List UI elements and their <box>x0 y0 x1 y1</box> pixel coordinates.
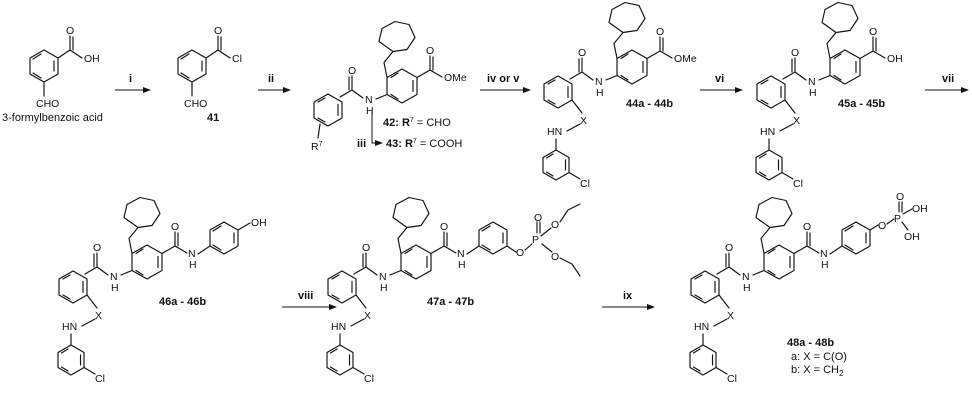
legend-b: b: X = CH2 <box>791 364 844 378</box>
atom-h: H <box>458 259 466 271</box>
atom-cl: Cl <box>580 178 590 190</box>
label-compound-43: 43: R7 = COOH <box>386 138 462 150</box>
atom-h: H <box>596 87 604 99</box>
atom-hn: HN <box>760 126 775 138</box>
atom-hn: HN <box>331 321 346 333</box>
atom-o: O <box>878 220 886 232</box>
atom-o: O <box>66 25 74 37</box>
atom-n: N <box>188 248 196 260</box>
label-compound-48: 48a - 48b <box>787 337 834 349</box>
step-iii: iii <box>357 138 366 150</box>
atom-o: O <box>516 247 524 259</box>
atom-o: O <box>656 26 664 38</box>
atom-n: N <box>379 271 387 283</box>
atom-h: H <box>111 282 119 294</box>
label-compound-46: 46a - 46b <box>159 296 206 308</box>
atom-oh: OH <box>904 231 920 243</box>
compound-44: O OMe N H O X HN Cl 44a - 44b <box>542 1 697 190</box>
atom-o: O <box>869 26 877 38</box>
atom-oh: OH <box>251 217 267 229</box>
atom-ome: OMe <box>444 72 467 84</box>
atom-n: N <box>110 271 118 283</box>
atom-o: O <box>426 45 434 57</box>
atom-oh: OH <box>887 53 903 65</box>
label-compound-47: 47a - 47b <box>427 296 474 308</box>
atom-h: H <box>821 259 829 271</box>
atom-o: O <box>348 65 356 77</box>
atom-x: X <box>727 310 734 322</box>
atom-h: H <box>743 282 751 294</box>
atom-cl: Cl <box>727 373 737 385</box>
atom-o: O <box>551 251 559 263</box>
label-compound-44: 44a - 44b <box>626 98 673 110</box>
legend-a: a: X = C(O) <box>791 351 847 363</box>
atom-o: O <box>791 47 799 59</box>
atom-x: X <box>580 115 587 127</box>
atom-n: N <box>457 248 465 260</box>
atom-o: O <box>440 221 448 233</box>
atom-o: O <box>803 221 811 233</box>
label-compound-45: 45a - 45b <box>838 98 885 110</box>
atom-h: H <box>809 87 817 99</box>
atom-ome: OMe <box>674 53 697 65</box>
step-vii: vii <box>942 73 954 85</box>
atom-o: O <box>725 242 733 254</box>
atom-o: O <box>362 242 370 254</box>
step-viii: viii <box>298 290 313 302</box>
atom-o: O <box>578 47 586 59</box>
compound-42-43: O OMe N H O R7 iii 42: R7 = CHO 43: R7 =… <box>311 20 467 153</box>
compound-3-formylbenzoic-acid: O OH CHO 3-formylbenzoic acid <box>2 25 103 124</box>
atom-hn: HN <box>694 321 709 333</box>
atom-h: H <box>189 259 197 271</box>
compound-47: O N H O P O O O N H O X HN Cl 47a - 47b <box>326 196 581 385</box>
step-vi: vi <box>715 73 724 85</box>
atom-oh: OH <box>84 53 100 65</box>
label-compound-42: 42: R7 = CHO <box>383 117 451 129</box>
atom-hn: HN <box>547 126 562 138</box>
atom-o: O <box>534 212 542 224</box>
atom-cho: CHO <box>36 98 59 110</box>
atom-hn: HN <box>62 321 77 333</box>
atom-cl: Cl <box>232 53 242 65</box>
step-iv-or-v: iv or v <box>487 73 520 85</box>
atom-n: N <box>820 248 828 260</box>
atom-o: O <box>551 219 559 231</box>
atom-h: H <box>366 105 374 117</box>
atom-n: N <box>365 94 373 106</box>
step-ix: ix <box>623 290 633 302</box>
atom-x: X <box>95 310 102 322</box>
atom-cl: Cl <box>793 178 803 190</box>
atom-cl: Cl <box>364 373 374 385</box>
atom-n: N <box>742 271 750 283</box>
atom-x: X <box>364 310 371 322</box>
compound-48: O N H O P O OH OH N H O X HN Cl 48a - 48… <box>689 191 928 385</box>
atom-n: N <box>808 76 816 88</box>
atom-o: O <box>171 221 179 233</box>
atom-x: X <box>793 115 800 127</box>
atom-o: O <box>896 191 904 203</box>
step-ii: ii <box>268 73 274 85</box>
atom-cho: CHO <box>184 98 207 110</box>
label-compound-41: 41 <box>207 112 219 124</box>
arrow-step-iii <box>371 112 383 146</box>
atom-n: N <box>595 76 603 88</box>
atom-oh: OH <box>912 203 928 215</box>
step-i: i <box>129 73 132 85</box>
atom-o: O <box>93 242 101 254</box>
atom-h: H <box>380 282 388 294</box>
atom-r7: R7 <box>311 141 323 153</box>
compound-46: O N H OH N H O X HN Cl 46a - 46b <box>57 196 267 385</box>
atom-p: P <box>894 213 901 225</box>
compound-45: O OH N H O X HN Cl 45a - 45b <box>755 1 903 190</box>
atom-cl: Cl <box>95 373 105 385</box>
atom-p: P <box>532 234 539 246</box>
label-3-formylbenzoic-acid: 3-formylbenzoic acid <box>2 112 103 124</box>
atom-o: O <box>214 25 222 37</box>
compound-41: O Cl CHO 41 <box>177 25 242 124</box>
